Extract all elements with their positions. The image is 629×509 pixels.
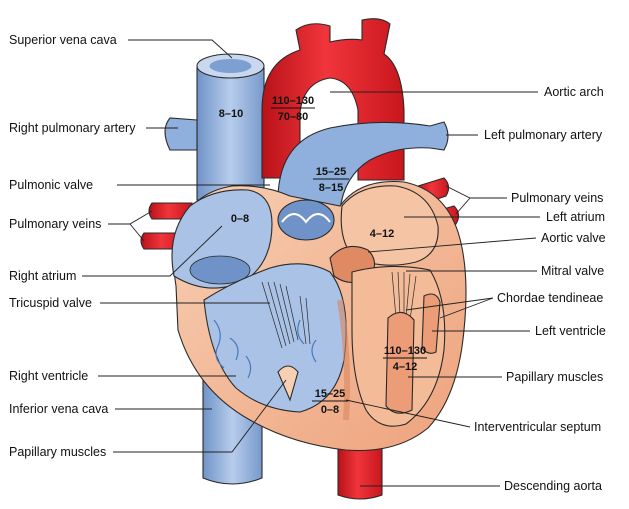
vena-cava-lumen [209, 59, 252, 73]
label-superior-vena-cava: Superior vena cava [9, 33, 117, 47]
pressure-pulmonary-systolic: 15–25 [316, 166, 347, 178]
label-right-atrium: Right atrium [9, 269, 76, 283]
label-aortic-valve: Aortic valve [541, 231, 606, 245]
pressure-left-ventricle-diastolic: 4–12 [393, 361, 417, 373]
label-right-pulmonary-artery: Right pulmonary artery [9, 121, 136, 135]
pulmonary-trunk [277, 121, 449, 211]
pulmonic-valve [277, 199, 335, 241]
label-pulmonary-veins-left: Pulmonary veins [9, 217, 101, 231]
label-papillary-muscles-left: Papillary muscles [9, 445, 106, 459]
right-papillary-muscle [277, 365, 299, 402]
label-aortic-arch: Aortic arch [544, 85, 604, 99]
leader-lines [82, 39, 540, 487]
pressure-right-ventricle-systolic: 15–25 [315, 388, 346, 400]
superior-vena-cava [196, 67, 265, 201]
pressure-values: 8–10 110–130 70–80 15–25 8–15 0–8 4–12 1… [219, 95, 427, 416]
label-interventricular-septum: Interventricular septum [474, 420, 601, 434]
pressure-aorta-diastolic: 70–80 [278, 111, 309, 123]
label-tricuspid-valve: Tricuspid valve [9, 296, 92, 310]
left-chordae-tendineae [391, 271, 417, 321]
right-pulmonary-artery [164, 117, 198, 151]
pressure-aorta-systolic: 110–130 [272, 95, 314, 107]
label-left-atrium: Left atrium [546, 210, 605, 224]
label-chordae-tendineae: Chordae tendineae [497, 291, 603, 305]
interventricular-septum [337, 299, 351, 421]
pressure-right-ventricle-diastolic: 0–8 [321, 404, 339, 416]
right-atrium-opening [189, 255, 251, 285]
label-mitral-valve: Mitral valve [541, 264, 604, 278]
label-pulmonic-valve: Pulmonic valve [9, 178, 93, 192]
pressure-left-ventricle-systolic: 110–130 [384, 345, 426, 357]
label-inferior-vena-cava: Inferior vena cava [9, 402, 108, 416]
label-left-ventricle: Left ventricle [535, 324, 606, 338]
label-left-pulmonary-artery: Left pulmonary artery [484, 128, 603, 142]
pressure-left-atrium: 4–12 [370, 228, 394, 240]
right-ventricle-trabeculae [213, 319, 317, 379]
pressure-right-atrium: 0–8 [231, 213, 249, 225]
pressure-pulmonary-diastolic: 8–15 [319, 182, 343, 194]
left-papillary-muscle-posterior [421, 293, 441, 354]
label-right-ventricle: Right ventricle [9, 369, 88, 383]
tricuspid-valve [261, 281, 311, 349]
label-descending-aorta: Descending aorta [504, 479, 602, 493]
label-pulmonary-veins-right: Pulmonary veins [511, 191, 603, 205]
pressure-vena-cava: 8–10 [219, 108, 243, 120]
label-papillary-muscles-right: Papillary muscles [506, 370, 603, 384]
